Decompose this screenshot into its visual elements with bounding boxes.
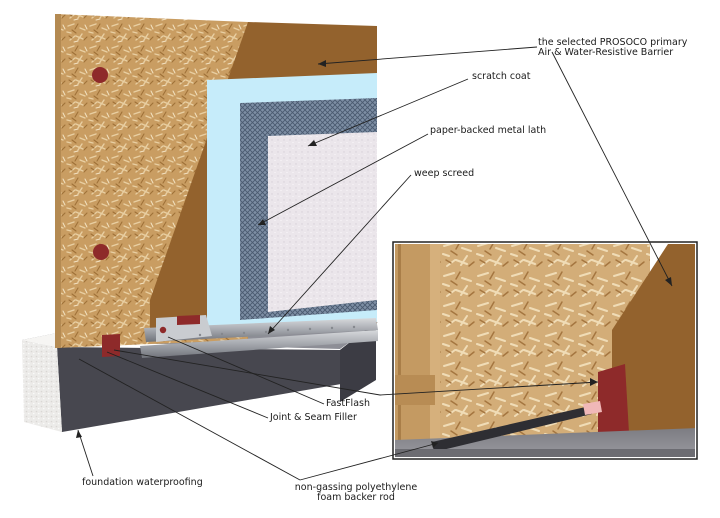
foam-edge-top xyxy=(22,333,60,347)
label-wrb: the selected PROSOCO primary Air & Water… xyxy=(538,38,687,58)
foam-edge xyxy=(22,340,62,432)
foundation-face xyxy=(57,322,376,432)
label-foundation: foundation waterproofing xyxy=(82,477,203,488)
screed-fastener-icon xyxy=(159,326,167,334)
label-backer-rod-line1: non-gassing polyethylene xyxy=(294,482,418,493)
fastener-icon xyxy=(93,244,109,260)
foundation-waterproofing-face xyxy=(340,322,376,402)
label-backer-rod-line2: foam backer rod xyxy=(317,491,395,503)
label-joint-seam: Joint & Seam Filler xyxy=(270,412,357,423)
stucco-layer xyxy=(268,132,377,312)
label-wrb-line2: Air & Water-Resistive Barrier xyxy=(538,46,674,58)
label-wrb-line1: the selected PROSOCO primary xyxy=(538,37,688,48)
label-backer-rod: non-gassing polyethylene foam backer rod xyxy=(286,483,426,503)
label-weep-screed: weep screed xyxy=(414,168,475,179)
leader-arrowheads xyxy=(76,60,672,448)
inset-detail xyxy=(392,241,698,460)
osb-edge xyxy=(55,14,61,348)
leader-lines xyxy=(77,46,673,481)
fastflash-patch xyxy=(102,334,120,357)
label-scratch-coat: scratch coat xyxy=(472,71,531,82)
fastflash-patch xyxy=(177,315,200,325)
label-fastflash: FastFlash xyxy=(326,398,370,409)
fastener-icon xyxy=(92,67,108,83)
label-metal-lath: paper-backed metal lath xyxy=(430,125,547,136)
weep-screed-holes xyxy=(198,325,356,337)
